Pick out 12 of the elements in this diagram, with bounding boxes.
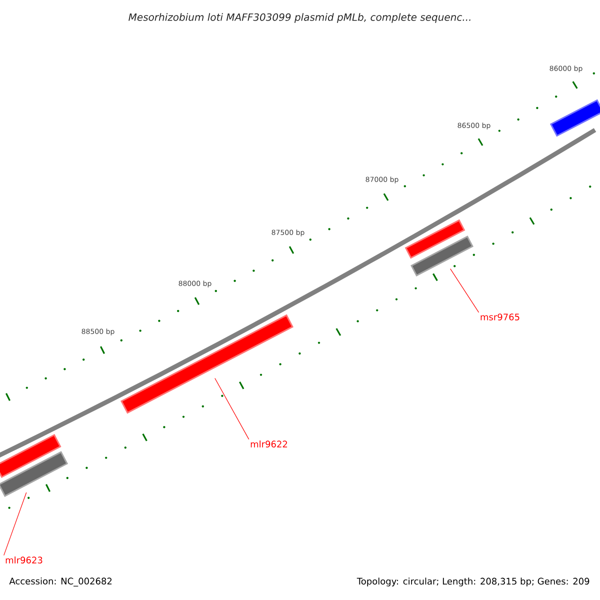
footer-text: Topology: circular; Length: 208,315 bp; Genes: 209 <box>356 578 590 586</box>
leader-line <box>4 492 27 556</box>
title: Mesorhizobium loti MAFF303099 plasmid pMLb, complete sequenc... <box>128 13 470 23</box>
gene-label: msr9765 <box>480 314 520 320</box>
gene-bar <box>410 236 474 276</box>
gene-label: mlr9623 <box>6 556 42 564</box>
footer-text: Accession: NC_002682 <box>9 578 112 586</box>
leader-line <box>450 268 480 313</box>
gene-bar <box>0 434 62 478</box>
gene-bar <box>550 99 600 137</box>
gene-label: mlr9622 <box>250 440 288 448</box>
leader-line <box>214 378 250 440</box>
